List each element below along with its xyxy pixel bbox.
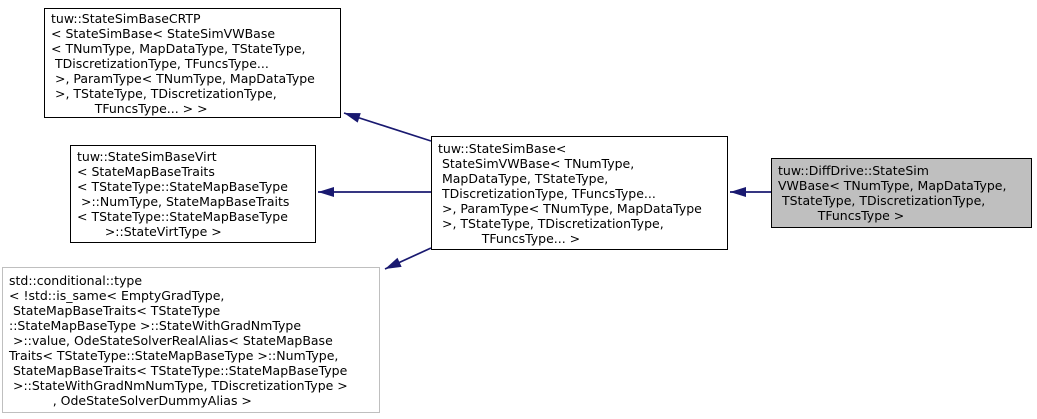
class-node-statesimbase[interactable]: tuw::StateSimBase< StateSimVWBase< TNumT… <box>431 136 728 250</box>
class-node-statesimbasecrtp[interactable]: tuw::StateSimBaseCRTP < StateSimBase< St… <box>44 8 341 118</box>
class-node-label: std::conditional::type < !std::is_same< … <box>9 272 348 408</box>
class-node-label: tuw::StateSimBaseVirt < StateMapBaseTrai… <box>77 149 290 239</box>
class-node-std-conditional-type[interactable]: std::conditional::type < !std::is_same< … <box>2 267 380 413</box>
class-node-diffdrive-statesimvwbase-current: tuw::DiffDrive::StateSim VWBase< TNumTyp… <box>771 158 1032 228</box>
class-node-label: tuw::StateSimBaseCRTP < StateSimBase< St… <box>51 10 315 116</box>
class-node-statesimbasevirt[interactable]: tuw::StateSimBaseVirt < StateMapBaseTrai… <box>70 145 316 243</box>
inheritance-arrow-statesimbase-to-conditional <box>384 247 432 270</box>
inheritance-arrow-statesimbase-to-crtp <box>343 112 432 142</box>
class-node-label: tuw::DiffDrive::StateSim VWBase< TNumTyp… <box>778 163 1007 223</box>
class-node-label: tuw::StateSimBase< StateSimVWBase< TNumT… <box>438 140 702 246</box>
